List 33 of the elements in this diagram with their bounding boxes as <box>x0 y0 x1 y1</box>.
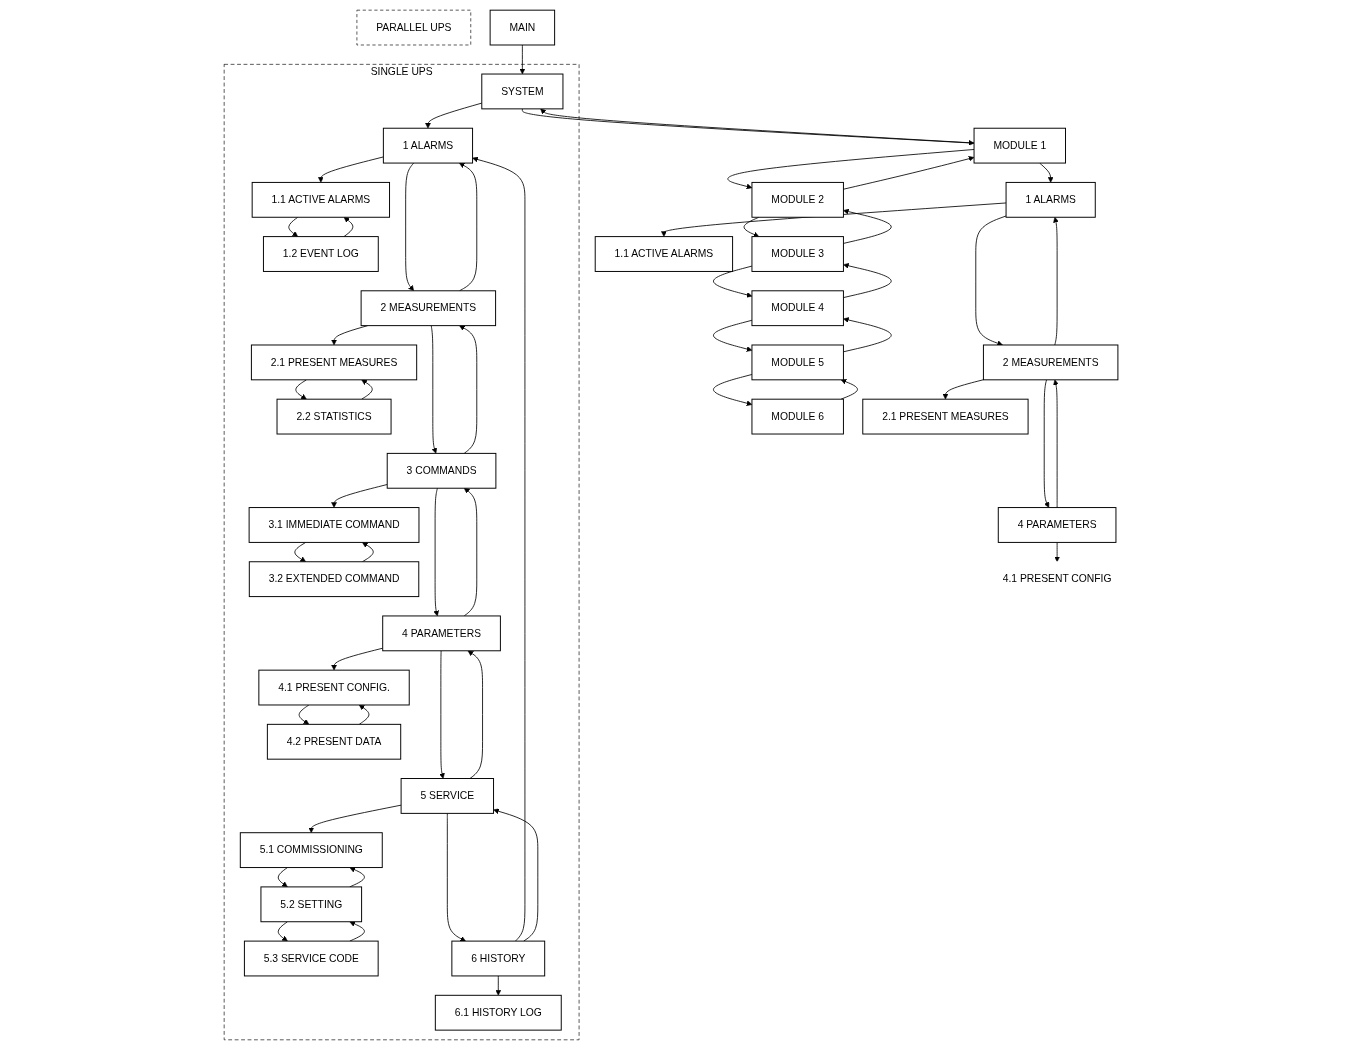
node-box: 1.1 ACTIVE ALARMS <box>595 236 734 272</box>
node-box: 3.1 IMMEDIATE COMMAND <box>249 507 420 543</box>
node-box: MODULE 1 <box>974 127 1067 164</box>
node-text: 4.1 PRESENT CONFIG <box>1003 573 1112 585</box>
node-box: 1 ALARMS <box>1006 181 1097 218</box>
node-box: 4.2 PRESENT DATA <box>267 723 402 760</box>
node-box: 5.2 SETTING <box>260 886 363 923</box>
node-box: 6.1 HISTORY LOG <box>435 994 563 1031</box>
node-box: MODULE 2 <box>751 181 845 218</box>
node-box: 4 PARAMETERS <box>998 507 1117 543</box>
node-box: 5.1 COMMISSIONING <box>240 832 384 869</box>
node-box: SYSTEM <box>481 73 564 110</box>
node-box: MODULE 4 <box>751 290 845 327</box>
node-box: 1.2 EVENT LOG <box>263 236 380 272</box>
node-box: 3.2 EXTENDED COMMAND <box>249 561 420 598</box>
node-box: 6 HISTORY <box>451 940 546 977</box>
node-box: 5 SERVICE <box>401 778 495 814</box>
node-box: 2.1 PRESENT MEASURES <box>862 398 1030 435</box>
node-box: 4.1 PRESENT CONFIG. <box>258 669 411 706</box>
node-box: 2.1 PRESENT MEASURES <box>251 344 418 381</box>
node-box: MODULE 5 <box>751 344 845 381</box>
node-box: 1.1 ACTIVE ALARMS <box>252 181 391 218</box>
node-box: 2.2 STATISTICS <box>277 398 393 435</box>
node-box: MODULE 3 <box>751 236 845 272</box>
node-box: 3 COMMANDS <box>387 452 497 489</box>
node-box: 2 MEASUREMENTS <box>983 344 1119 381</box>
node-box: MODULE 6 <box>751 398 845 435</box>
node-box: 2 MEASUREMENTS <box>361 290 497 327</box>
node-box: 1 ALARMS <box>383 127 474 164</box>
node-box: MAIN <box>490 9 556 46</box>
node-box: 5.3 SERVICE CODE <box>244 940 380 977</box>
node-box: PARALLEL UPS <box>357 9 472 46</box>
node-box: 4 PARAMETERS <box>382 615 502 652</box>
